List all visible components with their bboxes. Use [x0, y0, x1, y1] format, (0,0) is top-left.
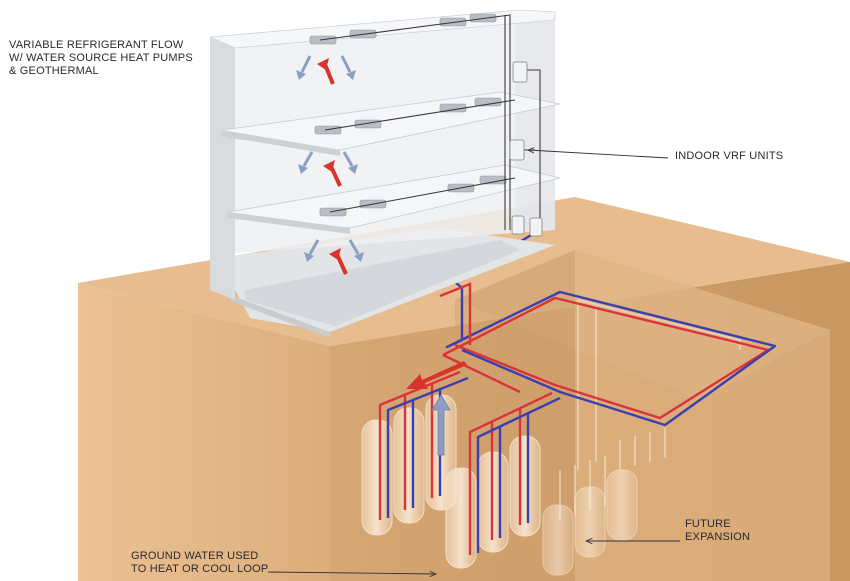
floor-3-airflow — [296, 55, 356, 85]
vrf-unit — [529, 217, 543, 237]
geothermal-well — [361, 419, 393, 536]
floor-1-airflow — [304, 239, 364, 275]
vrf-unit — [509, 139, 525, 161]
future-well — [606, 469, 638, 541]
vrf-unit — [512, 61, 528, 83]
future-expansion-line-1: FUTURE — [685, 518, 731, 530]
supply-riser — [439, 282, 472, 345]
ground-flow-arrows — [406, 361, 467, 456]
future-expansion-line-2: EXPANSION — [685, 531, 751, 543]
vrf-unit — [511, 215, 525, 235]
future-wells — [542, 469, 638, 576]
building — [209, 9, 561, 338]
supply-pipe-loop — [378, 296, 770, 555]
title-line-3: & GEOTHERMAL — [9, 65, 99, 77]
building-left-wall — [210, 37, 235, 300]
ground-floor-surface — [245, 240, 520, 326]
future-well — [542, 504, 574, 576]
future-well — [574, 486, 606, 558]
ground-water-line-2: TO HEAT OR COOL LOOP — [131, 563, 269, 575]
ground-water-leader — [267, 572, 436, 574]
diagram-title: VARIABLE REFRIGERANT FLOW W/ WATER SOURC… — [9, 39, 193, 78]
warm-flow-arrow — [406, 361, 467, 389]
geothermal-well — [393, 407, 425, 524]
airflow-arrows — [296, 55, 364, 275]
future-expansion-label: FUTURE EXPANSION — [685, 518, 750, 544]
building-roof — [209, 9, 556, 49]
ground-water-label: GROUND WATER USED TO HEAT OR COOL LOOP — [131, 550, 268, 576]
geothermal-well — [445, 467, 477, 569]
building-right-wall — [515, 10, 555, 230]
floor-slab-upper-edge — [222, 130, 340, 156]
ground-water-line-1: GROUND WATER USED — [131, 550, 259, 562]
leader-lines — [267, 150, 680, 574]
floor-2-airflow — [298, 151, 358, 187]
geothermal-well — [509, 435, 541, 537]
indoor-vrf-leader — [528, 150, 669, 159]
floor-slab-middle-edge — [228, 212, 350, 234]
building-slab-front — [230, 295, 330, 338]
title-line-1: VARIABLE REFRIGERANT FLOW — [9, 39, 184, 51]
indoor-vrf-units-label: INDOOR VRF UNITS — [675, 150, 784, 162]
indoor-vrf-units — [509, 61, 543, 237]
ground-front-face — [78, 283, 330, 581]
title-line-2: W/ WATER SOURCE HEAT PUMPS — [9, 52, 193, 64]
excavation-back-wall — [575, 250, 830, 581]
cool-flow-arrow — [431, 394, 451, 456]
